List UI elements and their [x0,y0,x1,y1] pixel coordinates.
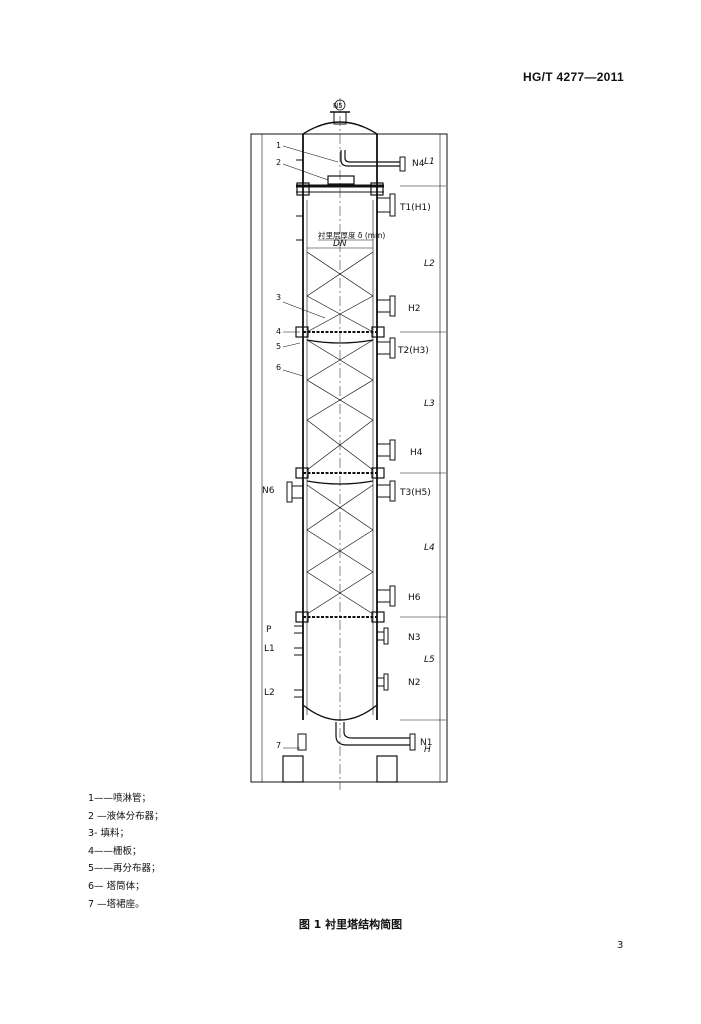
packing-beds [306,251,374,615]
callout-1: 1 [276,141,281,150]
callout-3: 3 [276,293,281,302]
liquid-distributor [327,175,355,185]
right-dimension-chain [400,133,446,782]
legend-item: 2 —液体分布器； [88,810,164,822]
lining-thickness-label: 衬里层厚度 δ (mm) [318,230,385,240]
legend-item: 1——喷淋管； [88,793,152,804]
dimension-labels: L1 L2 L3 L4 L5 H DN [333,157,435,755]
shell-flanges [295,182,385,623]
bottom-head [302,704,378,721]
nozzle-label-p: P [266,625,272,635]
nozzle-label-n5: N5 [333,102,343,110]
callout-4: 4 [276,327,281,336]
dim-label-l2: L2 [424,259,435,269]
skirt-left [282,755,304,783]
dim-label-l3: L3 [424,399,435,409]
drawing-frame [250,133,448,783]
left-nozzles [286,159,303,698]
nozzle-label-t2h3: T2(H3) [397,346,429,356]
legend-item: 3- 填料； [88,828,129,840]
lined-tower-drawing: N5 N4 T1(H1) H2 T2(H3) H4 T3(H5) H6 N3 N… [250,98,448,790]
dim-label-h: H [424,745,431,755]
spray-pipe [340,150,400,167]
nozzle-label-n2: N2 [408,678,420,688]
callout-numbers: 1 2 3 4 5 6 7 [276,141,281,750]
bottom-outlet [335,722,410,746]
callout-7: 7 [276,741,281,750]
right-nozzles [377,193,396,691]
figure-caption: 图 1 衬里塔结构简图 [298,918,403,931]
legend-item: 6— 塔筒体； [88,880,145,892]
grid-plates [303,331,377,618]
nozzle-label-t1h1: T1(H1) [399,203,431,213]
callout-5: 5 [276,342,281,351]
nozzle-label-n4: N4 [412,159,425,169]
page-number: 3 [617,940,624,951]
nozzle-label-n3: N3 [408,633,420,643]
dim-label-dn: DN [333,239,347,249]
legend-item: 7 —塔裙座。 [88,898,145,910]
nozzle-label-l1: L1 [264,644,275,654]
dim-label-l4: L4 [424,543,435,553]
legend-item: 5——再分布器； [88,863,161,875]
figure-legend: 1——喷淋管； 2 —液体分布器； 3- 填料； 4——栅板； 5——再分布器；… [88,790,164,913]
dim-label-l5: L5 [424,655,435,665]
nozzle-label-h2: H2 [408,304,421,314]
nozzle-label-n6: N6 [262,486,275,496]
skirt-right [376,755,398,783]
legend-item: 4——栅板； [88,845,142,857]
callout-2: 2 [276,158,281,167]
nozzle-label-h6: H6 [408,593,421,603]
dim-label-l1: L1 [424,157,435,167]
callout-leaders [282,145,339,749]
nozzle-label-l2: L2 [264,688,275,698]
nozzle-label-t3h5: T3(H5) [399,488,431,498]
callout-6: 6 [276,363,281,372]
nozzle-label-h4: H4 [410,448,423,458]
nozzle-label-n1: N1 [420,738,432,748]
standard-code: HG/T 4277—2011 [523,70,624,84]
